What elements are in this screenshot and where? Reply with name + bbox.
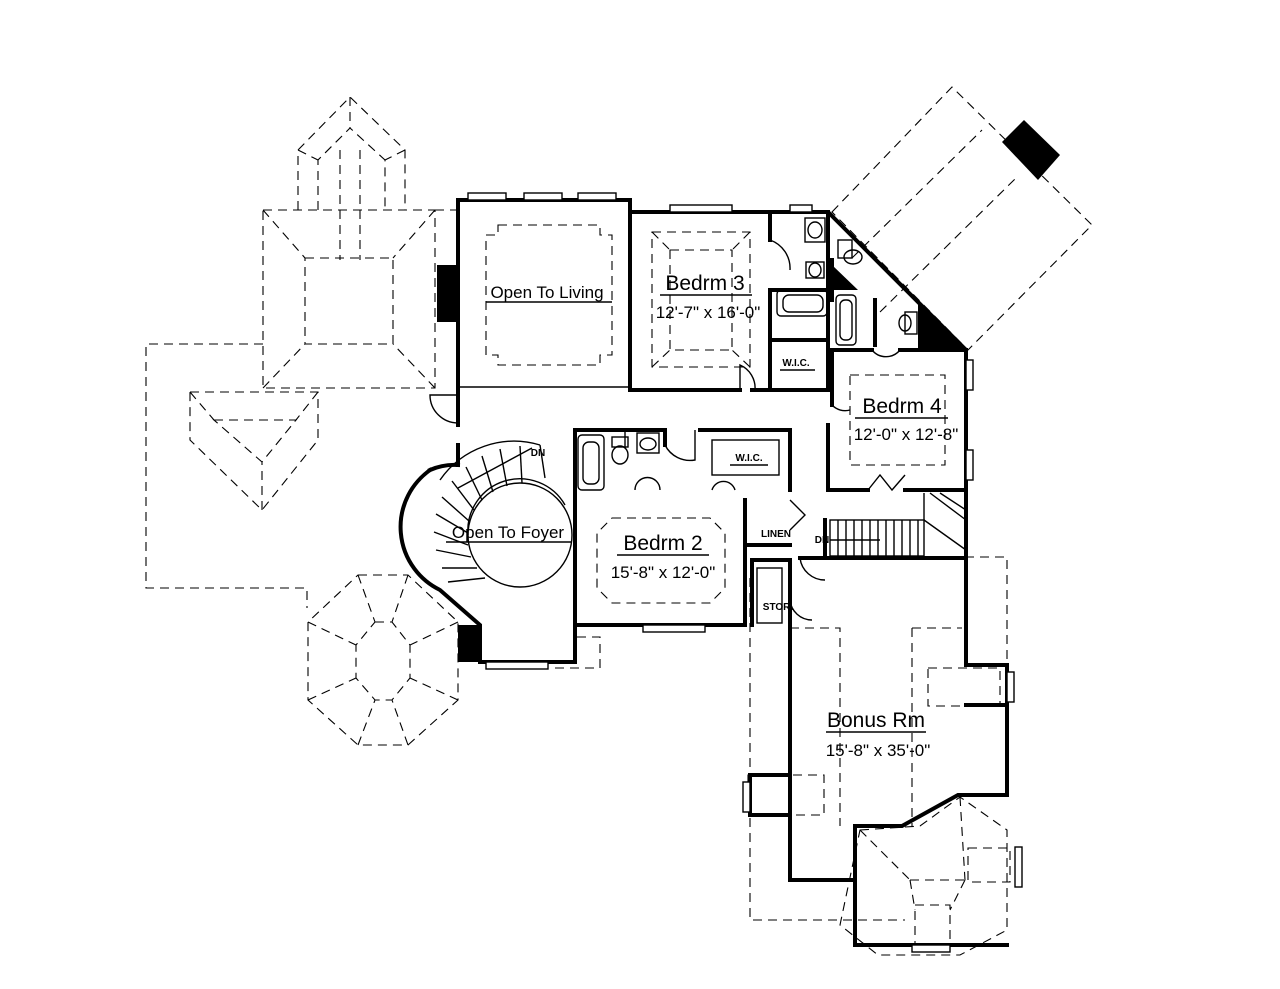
room-labels: Open To Living Bedrm 3 12'-7" x 16'-0" B…: [446, 272, 958, 760]
bedrm3-tray: [651, 231, 751, 368]
bonus-name: Bonus Rm: [827, 709, 925, 732]
bedrm4-tray: [849, 374, 946, 466]
wic-upper-label: W.I.C.: [782, 358, 809, 369]
windows: [467, 192, 1023, 953]
door-swings: [429, 239, 906, 624]
bath-fixtures: [577, 217, 918, 491]
roof-outline-left: [145, 96, 601, 746]
spiral-stair: [433, 440, 573, 588]
open-to-living-label: Open To Living: [490, 283, 603, 302]
linen-label: LINEN: [761, 529, 791, 540]
bedrm2-name: Bedrm 2: [623, 532, 702, 555]
bedrm4-name: Bedrm 4: [862, 395, 942, 418]
dn-main-label: DN: [531, 448, 545, 459]
roof-outline-upper-right: [831, 86, 1093, 351]
bedrm2-tray: [596, 517, 726, 604]
bedrm2-size: 15'-8" x 12'-0": [611, 563, 716, 582]
wic-lower-label: W.I.C.: [735, 453, 762, 464]
open-to-living-ceiling: [458, 224, 630, 388]
bedrm4-size: 12'-0" x 12'-8": [854, 425, 959, 444]
bedrm3-name: Bedrm 3: [665, 272, 744, 295]
dn-side-label: DN: [815, 535, 829, 546]
stor-label: STOR.: [763, 602, 794, 613]
chimneys: [437, 265, 966, 662]
bonus-size: 15'-8" x 35'-0": [826, 741, 931, 760]
bedrm3-size: 12'-7" x 16'-0": [656, 303, 761, 322]
open-to-foyer-label: Open To Foyer: [452, 523, 564, 542]
straight-stair: [829, 492, 967, 557]
small-labels: W.I.C. W.I.C. LINEN STOR. DN DN: [531, 358, 829, 613]
